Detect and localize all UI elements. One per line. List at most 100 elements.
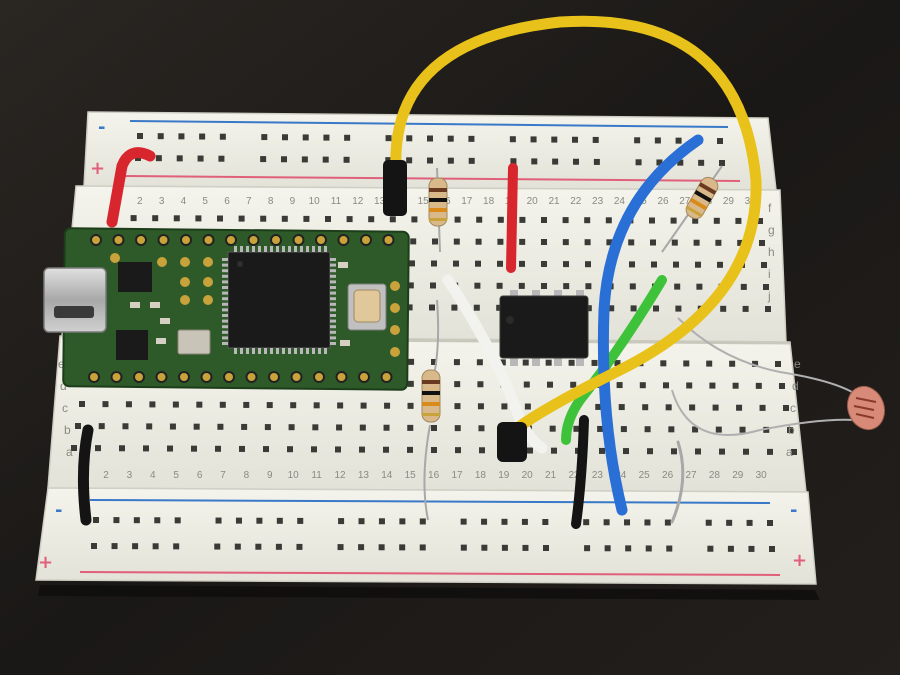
resistor-band bbox=[685, 205, 703, 218]
chip-leg bbox=[222, 330, 228, 334]
breadboard-hole bbox=[592, 136, 599, 143]
breadboard-hole bbox=[481, 544, 488, 551]
breadboard-hole bbox=[301, 156, 308, 163]
pcb-pin-headers bbox=[88, 234, 395, 383]
breadboard-hole bbox=[477, 403, 484, 410]
row-letter: e bbox=[58, 357, 65, 371]
breadboard-hole bbox=[407, 402, 414, 409]
breadboard-hole bbox=[521, 518, 528, 525]
breadboard-hole bbox=[709, 382, 716, 389]
gold-pad bbox=[110, 253, 120, 263]
breadboard-hole bbox=[447, 157, 454, 164]
bottom-rail-minus-sign: - bbox=[55, 500, 62, 521]
chip-leg bbox=[330, 336, 336, 340]
breadboard-hole bbox=[719, 448, 725, 455]
top-rail-plus-sign: + bbox=[90, 158, 105, 179]
breadboard-hole bbox=[155, 155, 162, 162]
breadboard-hole bbox=[629, 283, 636, 290]
breadboard-hole bbox=[519, 238, 526, 245]
breadboard-hole bbox=[509, 136, 516, 143]
chip-leg bbox=[330, 308, 336, 312]
breadboard-hole bbox=[603, 519, 610, 526]
header-pin bbox=[157, 234, 170, 246]
breadboard-hole bbox=[344, 134, 351, 141]
column-number: 16 bbox=[428, 470, 440, 481]
breadboard-hole bbox=[173, 543, 180, 550]
breadboard-hole bbox=[755, 382, 762, 389]
breadboard-hole bbox=[217, 215, 223, 222]
breadboard-hole bbox=[547, 381, 553, 388]
chip-leg bbox=[282, 246, 285, 252]
ic-leg bbox=[554, 290, 562, 298]
column-number: 30 bbox=[756, 470, 768, 481]
breadboard-hole bbox=[460, 518, 467, 525]
breadboard-hole bbox=[281, 215, 288, 222]
breadboard-hole bbox=[743, 448, 749, 455]
breadboard-hole bbox=[313, 402, 320, 409]
breadboard-hole bbox=[527, 447, 533, 454]
chip-leg bbox=[258, 348, 261, 354]
breadboard-hole bbox=[191, 445, 197, 452]
breadboard-hole bbox=[604, 545, 611, 552]
breadboard-hole bbox=[759, 404, 766, 411]
breadboard-hole bbox=[429, 304, 435, 311]
breadboard-hole bbox=[473, 304, 480, 311]
header-pin bbox=[313, 371, 325, 383]
resistor-band bbox=[422, 391, 440, 395]
column-number: 2 bbox=[137, 196, 143, 207]
breadboard-hole bbox=[152, 543, 159, 550]
breadboard-hole bbox=[453, 359, 460, 366]
breadboard-hole bbox=[541, 261, 547, 267]
column-number: 29 bbox=[723, 196, 735, 207]
column-number: 8 bbox=[244, 470, 250, 481]
column-number: 23 bbox=[592, 470, 604, 481]
header-pin bbox=[245, 371, 258, 383]
breadboard-hole bbox=[519, 260, 525, 267]
row-letter: a bbox=[66, 445, 73, 459]
breadboard-hole bbox=[712, 404, 719, 411]
breadboard-hole bbox=[639, 382, 646, 389]
breadboard-hole bbox=[608, 305, 615, 312]
chip-leg bbox=[240, 246, 243, 252]
breadboard-hole bbox=[593, 158, 600, 165]
red-wire-middle bbox=[506, 163, 518, 273]
breadboard-hole bbox=[91, 543, 97, 549]
header-pin bbox=[180, 234, 192, 246]
breadboard-hole bbox=[670, 217, 677, 224]
chip-leg bbox=[222, 319, 228, 323]
breadboard-hole bbox=[137, 133, 143, 139]
black-wire-left bbox=[77, 424, 94, 526]
chip-leg bbox=[318, 348, 321, 354]
breadboard-hole bbox=[599, 447, 605, 454]
breadboard-hole bbox=[256, 517, 263, 524]
breadboard-hole bbox=[620, 426, 627, 433]
breadboard-hole bbox=[199, 133, 206, 140]
breadboard-hole bbox=[541, 217, 547, 223]
breadboard-hole bbox=[241, 423, 248, 430]
chip-leg bbox=[330, 325, 336, 329]
breadboard-hole bbox=[628, 239, 635, 246]
breadboard-hole bbox=[95, 445, 101, 452]
processor-chip bbox=[227, 251, 331, 349]
chip-leg bbox=[330, 291, 336, 295]
chip-leg bbox=[318, 246, 321, 252]
breadboard-hole bbox=[706, 360, 713, 367]
chip-leg bbox=[330, 314, 336, 317]
column-number: 11 bbox=[311, 470, 322, 481]
column-number: 5 bbox=[173, 470, 179, 481]
row-letter: d bbox=[792, 379, 799, 393]
column-number: 5 bbox=[202, 196, 208, 207]
breadboard-hole bbox=[624, 519, 631, 526]
microcontroller-board bbox=[43, 227, 410, 391]
breadboard-hole bbox=[649, 217, 655, 224]
resistor-lead bbox=[434, 299, 440, 371]
breadboard-hole bbox=[157, 133, 164, 140]
breadboard-hole bbox=[496, 282, 503, 289]
gold-pad bbox=[157, 257, 167, 267]
row-letter: c bbox=[62, 401, 68, 415]
breadboard-hole bbox=[739, 426, 746, 433]
reset-button bbox=[353, 289, 381, 323]
column-number: 9 bbox=[267, 470, 273, 481]
